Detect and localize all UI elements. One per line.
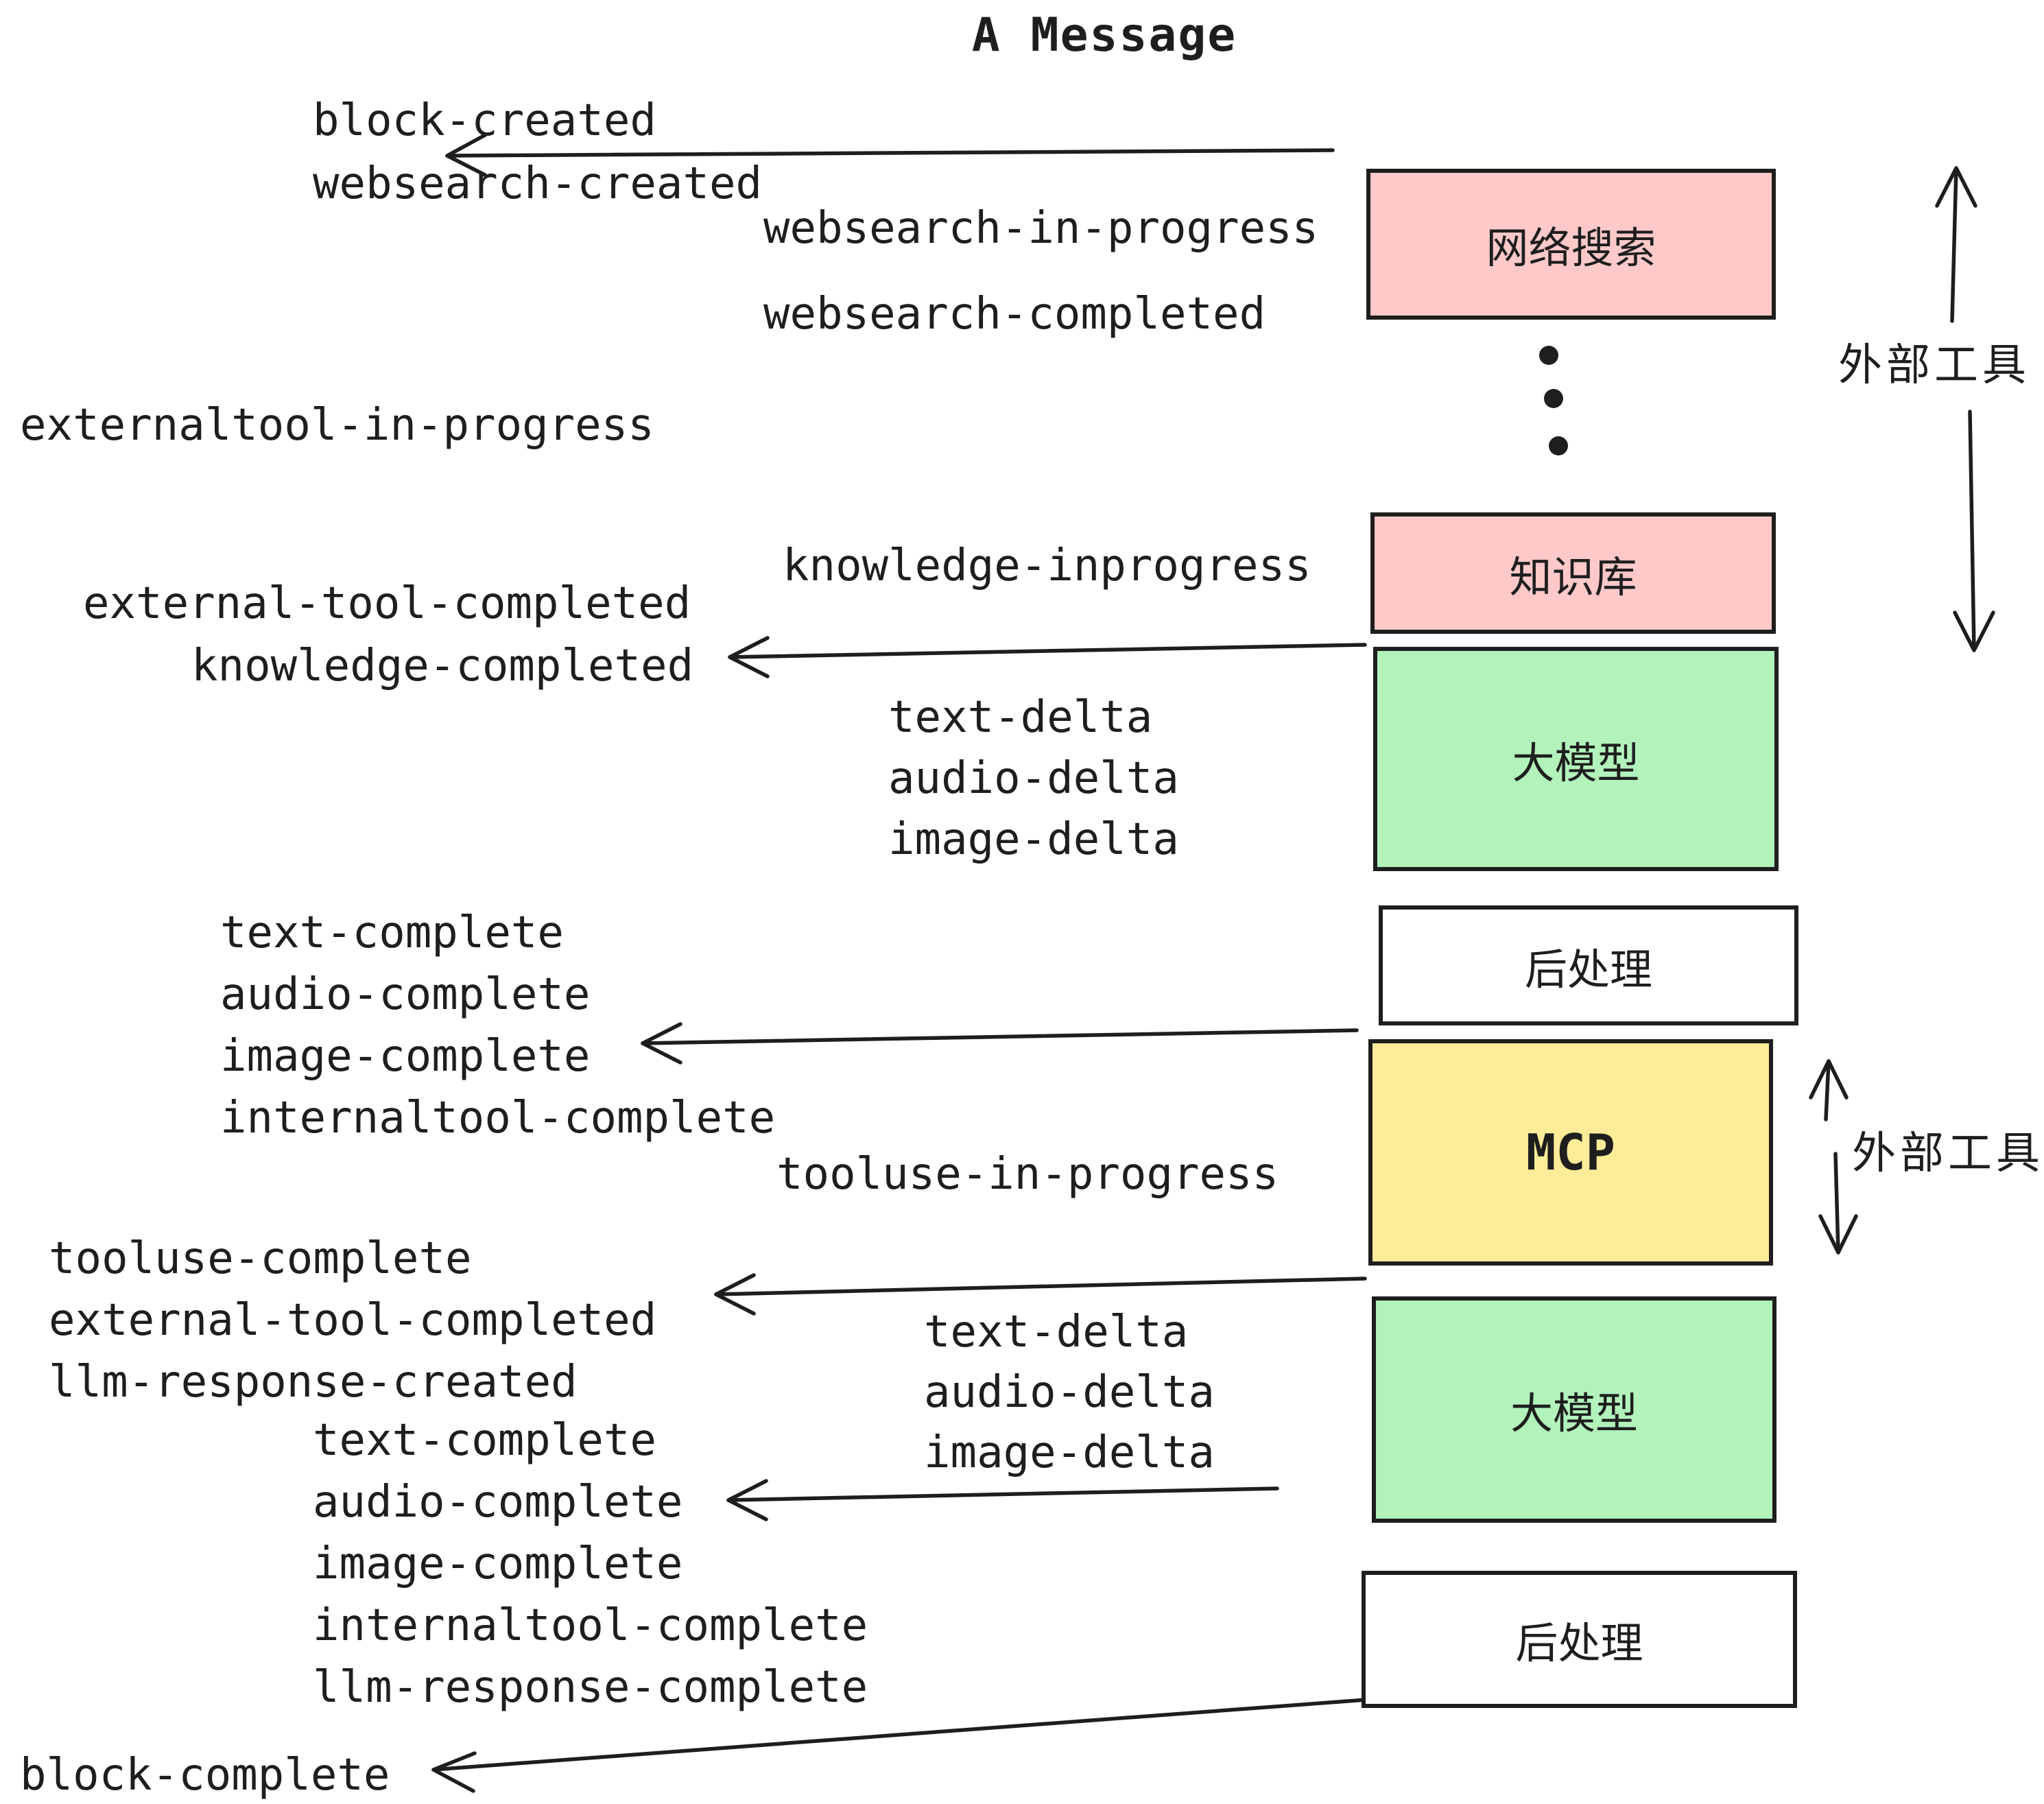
event-label-audio-delta-1: audio-delta: [888, 753, 1179, 804]
event-label-knowledge-inprogress: knowledge-inprogress: [783, 541, 1311, 591]
arrow-to-audio-complete: [726, 1479, 1279, 1521]
event-label-internaltool-complete-1: internaltool-complete: [220, 1093, 776, 1143]
arrow-external-tools-up-2: [1809, 1059, 1849, 1121]
arrow-external-tools-down-2: [1818, 1152, 1858, 1255]
event-label-block-complete: block-complete: [20, 1750, 390, 1801]
event-label-image-complete-2: image-complete: [313, 1539, 683, 1589]
event-label-text-complete-2: text-complete: [313, 1415, 656, 1466]
diagram-title: A Message: [971, 8, 1237, 62]
event-label-knowledge-completed: knowledge-completed: [191, 641, 694, 691]
event-label-audio-complete-2: audio-complete: [313, 1477, 683, 1528]
node-postprocess-1: 后处理: [1379, 905, 1798, 1025]
event-label-tooluse-in-progress: tooluse-in-progress: [776, 1149, 1279, 1200]
side-label-external-tools-1: 外部工具: [1838, 340, 2030, 391]
arrow-external-tools-up-1: [1935, 166, 1977, 323]
arrow-external-tools-down-1: [1953, 410, 1995, 652]
node-mcp: MCP: [1368, 1039, 1773, 1266]
event-label-internaltool-complete-2: internaltool-complete: [313, 1600, 868, 1651]
event-label-audio-complete-1: audio-complete: [220, 969, 591, 1020]
node-knowledge-base: 知识库: [1370, 512, 1776, 634]
event-label-audio-delta-2: audio-delta: [924, 1367, 1215, 1418]
node-websearch: 网络搜索: [1366, 169, 1776, 320]
event-label-externaltool-in-progress: externaltool-in-progress: [20, 400, 654, 451]
node-llm-1: 大模型: [1373, 647, 1779, 871]
event-label-text-delta-1: text-delta: [888, 692, 1153, 743]
event-label-image-complete-1: image-complete: [220, 1031, 591, 1082]
arrow-to-block-complete: [431, 1698, 1368, 1793]
event-label-llm-response-complete: llm-response-complete: [313, 1662, 868, 1713]
event-label-websearch-in-progress: websearch-in-progress: [763, 203, 1319, 254]
event-label-text-delta-2: text-delta: [924, 1307, 1189, 1357]
event-label-image-delta-2: image-delta: [924, 1427, 1215, 1478]
arrow-to-image-complete: [641, 1022, 1359, 1065]
node-postprocess-2: 后处理: [1362, 1571, 1797, 1708]
event-label-tooluse-complete: tooluse-complete: [49, 1233, 472, 1284]
side-label-external-tools-2: 外部工具: [1852, 1128, 2044, 1179]
ellipsis-dots: [1539, 346, 1568, 455]
event-label-text-complete-1: text-complete: [220, 907, 564, 958]
event-label-block-created: block-created: [313, 95, 656, 146]
event-label-websearch-created: websearch-created: [313, 158, 763, 209]
arrow-to-knowledge-completed: [728, 636, 1367, 678]
event-label-llm-response-created: llm-response-created: [49, 1357, 578, 1408]
arrow-to-tooluse-complete: [714, 1273, 1367, 1316]
event-label-external-tool-completed-2: external-tool-completed: [49, 1295, 657, 1346]
event-label-external-tool-completed-1: external-tool-completed: [83, 578, 691, 629]
arrow-websearch-to-created: [445, 133, 1335, 177]
event-label-websearch-completed: websearch-completed: [763, 289, 1266, 340]
node-llm-2: 大模型: [1372, 1296, 1776, 1523]
event-label-image-delta-1: image-delta: [888, 814, 1179, 865]
